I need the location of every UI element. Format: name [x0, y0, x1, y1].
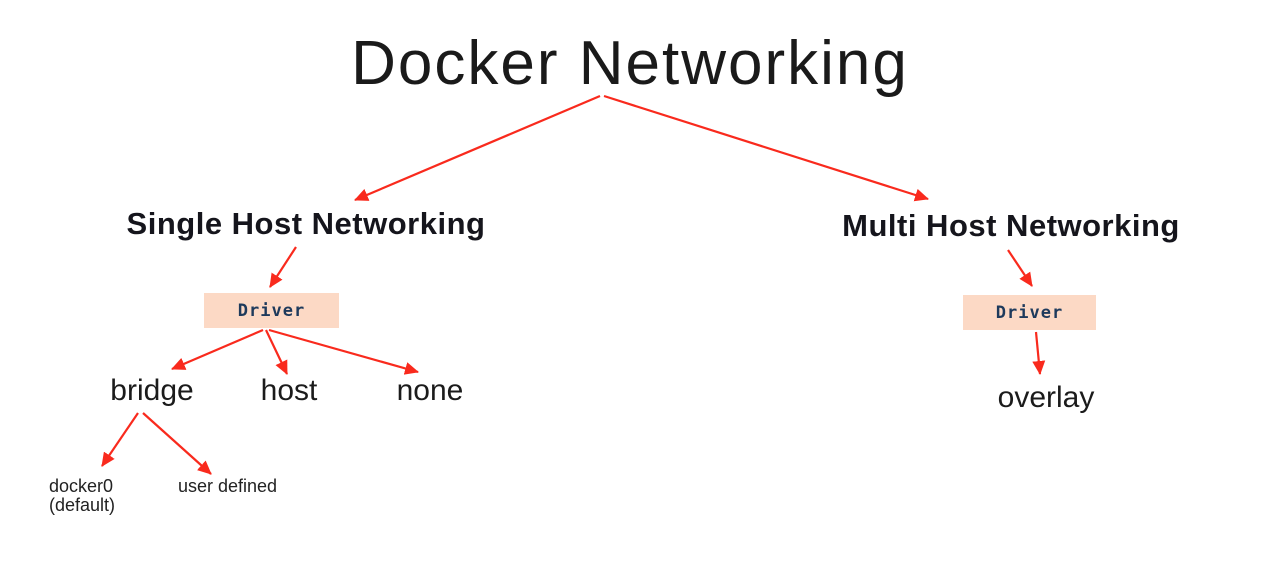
arrow-bridge-to-user-defined: [142, 412, 212, 475]
node-host: host: [260, 374, 318, 407]
node-none: none: [396, 374, 464, 407]
arrow-title-to-single-host: [354, 94, 601, 202]
leaf-docker0-note: (default): [49, 495, 116, 515]
arrow-driver-to-overlay: [1032, 331, 1046, 375]
heading-single-host-networking: Single Host Networking: [126, 206, 486, 241]
arrow-driver-to-host: [265, 329, 288, 375]
arrow-title-to-multi-host: [603, 94, 929, 202]
driver-box-multi-host: Driver: [963, 295, 1096, 330]
leaf-docker0-name: docker0: [49, 476, 114, 496]
driver-label-single-host: Driver: [237, 300, 306, 321]
arrow-driver-to-bridge: [171, 328, 264, 371]
arrow-multi-host-to-driver: [1007, 249, 1033, 287]
leaf-user-defined: user defined: [178, 476, 278, 496]
arrow-single-host-to-driver: [269, 246, 297, 288]
diagram-title: Docker Networking: [351, 29, 909, 98]
heading-multi-host-networking: Multi Host Networking: [842, 208, 1180, 243]
node-overlay: overlay: [997, 381, 1095, 414]
leaf-docker0-default: docker0 (default): [49, 477, 115, 515]
driver-box-single-host: Driver: [204, 293, 339, 328]
arrow-bridge-to-docker0: [101, 412, 139, 467]
node-bridge: bridge: [110, 374, 194, 407]
driver-label-multi-host: Driver: [995, 302, 1064, 323]
arrow-driver-to-none: [268, 328, 419, 375]
